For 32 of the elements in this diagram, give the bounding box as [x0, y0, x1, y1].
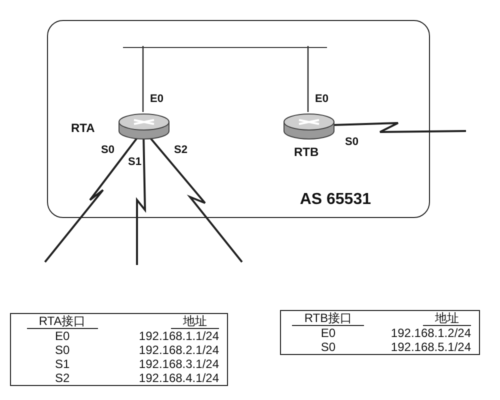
- serial-link-line: [136, 138, 146, 265]
- interface-label: E0: [314, 93, 330, 105]
- interface-label: S1: [127, 156, 142, 168]
- interface-label: E0: [149, 93, 164, 105]
- serial-link-line: [44, 137, 138, 263]
- router-name: RTB: [294, 145, 319, 159]
- router-name: RTA: [71, 121, 95, 135]
- serial-link-line: [149, 136, 243, 263]
- ip-address: 192.168.1.1/24: [138, 329, 219, 343]
- ip-address: 192.168.4.1/24: [138, 371, 219, 385]
- interface-name: E0: [54, 329, 70, 343]
- column-header: 地址: [423, 311, 471, 326]
- column-header: 地址: [171, 314, 219, 329]
- ethernet-link-line: [142, 46, 144, 112]
- ethernet-link-line: [307, 46, 309, 112]
- ethernet-bus-line: [123, 47, 327, 48]
- interface-label: S2: [173, 144, 188, 156]
- column-header: RTB接口: [292, 311, 364, 326]
- column-header: RTA接口: [26, 314, 98, 329]
- interface-name: S1: [54, 357, 70, 371]
- interface-name: S0: [320, 340, 336, 354]
- serial-link-line: [334, 122, 466, 133]
- interface-label: S0: [100, 144, 116, 156]
- as-number-label: AS 65531: [300, 191, 371, 209]
- ip-address: 192.168.3.1/24: [138, 357, 219, 371]
- ip-address: 192.168.2.1/24: [138, 343, 219, 357]
- ip-address: 192.168.5.1/24: [390, 340, 471, 354]
- ip-address: 192.168.1.2/24: [390, 326, 471, 340]
- interface-name: S2: [54, 371, 70, 385]
- interface-name: E0: [320, 326, 336, 340]
- interface-label: S0: [344, 136, 360, 148]
- interface-name: S0: [54, 343, 70, 357]
